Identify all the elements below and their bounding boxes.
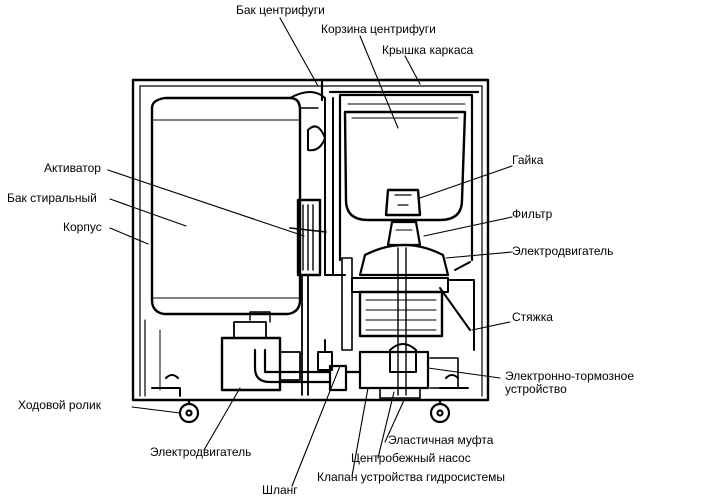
- tank-divider: [324, 97, 346, 276]
- label-motor-bottom: Электродвигатель: [150, 445, 252, 459]
- label-spin-basket: Корзина центрифуги: [321, 22, 436, 36]
- label-frame-lid: Крышка каркаса: [382, 43, 474, 57]
- label-wash-tank: Бак стиральный: [7, 191, 97, 205]
- label-filter: Фильтр: [512, 207, 553, 221]
- spin-tank: [338, 93, 474, 262]
- spin-motor: [341, 243, 450, 396]
- brake-and-pump: [358, 343, 459, 399]
- label-motor-right: Электродвигатель: [512, 244, 614, 258]
- label-centrifugal-pump: Центробежный насос: [351, 451, 471, 465]
- bottom-motor: [220, 311, 301, 392]
- hose: [253, 348, 362, 392]
- feet: [151, 374, 469, 397]
- label-activator: Активатор: [44, 161, 101, 175]
- label-caster: Ходовой ролик: [18, 398, 101, 412]
- nut: [384, 188, 422, 217]
- label-valve: Клапан устройства гидросистемы: [317, 470, 505, 484]
- valve: [317, 339, 333, 371]
- label-nut: Гайка: [512, 153, 544, 167]
- spin-basket: [343, 110, 467, 222]
- filter: [386, 220, 422, 247]
- label-tie-rod: Стяжка: [512, 310, 553, 324]
- label-hose: Шланг: [262, 483, 298, 497]
- frame-lid: [320, 78, 490, 102]
- caster-left: [178, 398, 200, 424]
- label-elastic-coupling: Эластичная муфта: [388, 433, 494, 447]
- label-brake-device: Электронно-тормозное устройство: [505, 369, 635, 396]
- label-housing: Корпус: [63, 220, 102, 234]
- leader-lines: [107, 17, 513, 487]
- caster-right: [429, 398, 451, 424]
- label-spin-tank: Бак центрифуги: [236, 3, 325, 17]
- tie-rod: [439, 261, 475, 351]
- activator: [289, 198, 327, 396]
